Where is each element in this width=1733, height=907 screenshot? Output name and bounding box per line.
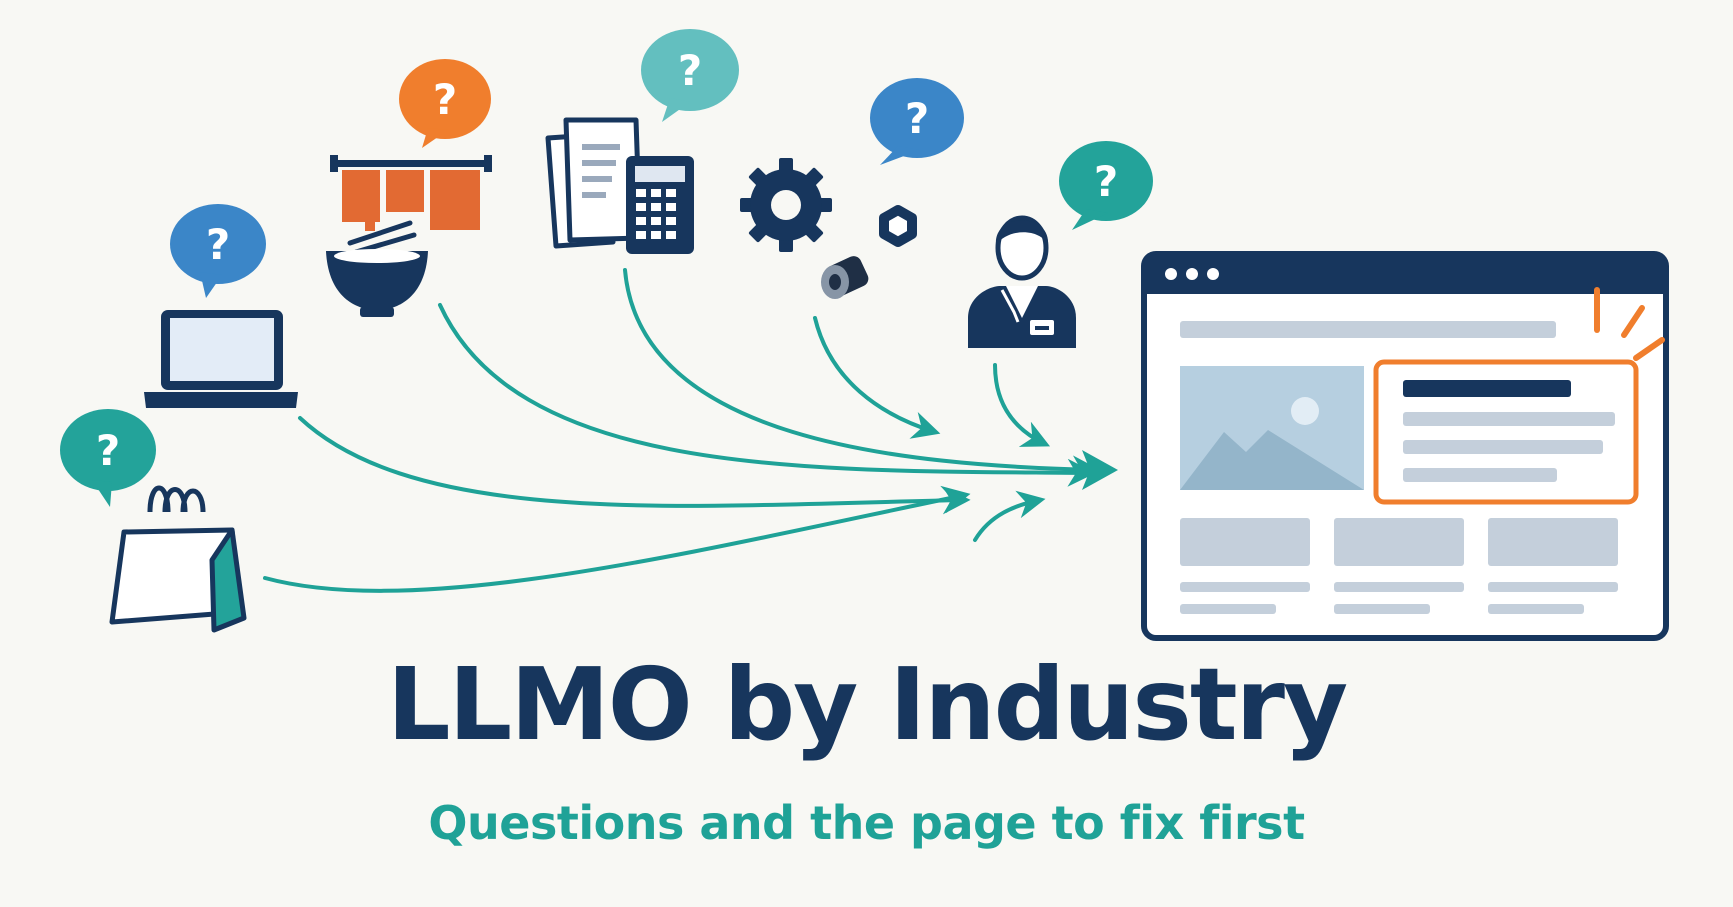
question-bubble-bag: ? <box>60 409 156 507</box>
window-dot <box>1165 268 1177 280</box>
shopping-bag-icon <box>109 485 247 633</box>
laptop-icon <box>144 310 298 408</box>
gears-icon <box>740 158 917 299</box>
arrow-short-curve <box>973 490 1046 542</box>
documents-calculator-icon <box>545 117 694 254</box>
question-bubble-noodle-shop: ? <box>399 59 491 148</box>
highlight-burst <box>1594 287 1665 361</box>
staff-person-icon <box>968 215 1076 348</box>
image-placeholder <box>1180 366 1364 490</box>
arrow-from-noodle-shop <box>438 303 1096 487</box>
page-subtitle: Questions and the page to fix first <box>428 796 1305 850</box>
svg-text:?: ? <box>905 94 929 143</box>
question-bubble-documents: ? <box>641 29 739 122</box>
svg-text:?: ? <box>206 220 230 269</box>
webpage-icon <box>1141 251 1669 641</box>
svg-text:?: ? <box>96 426 120 475</box>
arrow-from-laptop <box>298 416 971 515</box>
arrow-from-documents <box>623 268 1101 484</box>
flow-arrows <box>263 268 1101 593</box>
arrow-from-staff <box>993 363 1051 447</box>
noodle-shop-icon <box>326 155 492 317</box>
window-dot <box>1186 268 1198 280</box>
svg-text:?: ? <box>1094 157 1118 206</box>
main-arrow-head <box>1082 450 1118 490</box>
question-bubble-laptop: ? <box>170 204 266 298</box>
window-dot <box>1207 268 1219 280</box>
question-bubble-staff: ? <box>1059 141 1153 230</box>
page-title: LLMO by Industry <box>386 646 1348 763</box>
arrow-from-bag <box>263 485 971 593</box>
arrow-from-gears <box>813 316 941 439</box>
question-bubble-gears: ? <box>870 78 964 165</box>
svg-text:?: ? <box>678 46 702 95</box>
svg-text:?: ? <box>433 75 457 124</box>
highlighted-section <box>1373 359 1639 505</box>
pipe-fitting <box>821 256 869 299</box>
